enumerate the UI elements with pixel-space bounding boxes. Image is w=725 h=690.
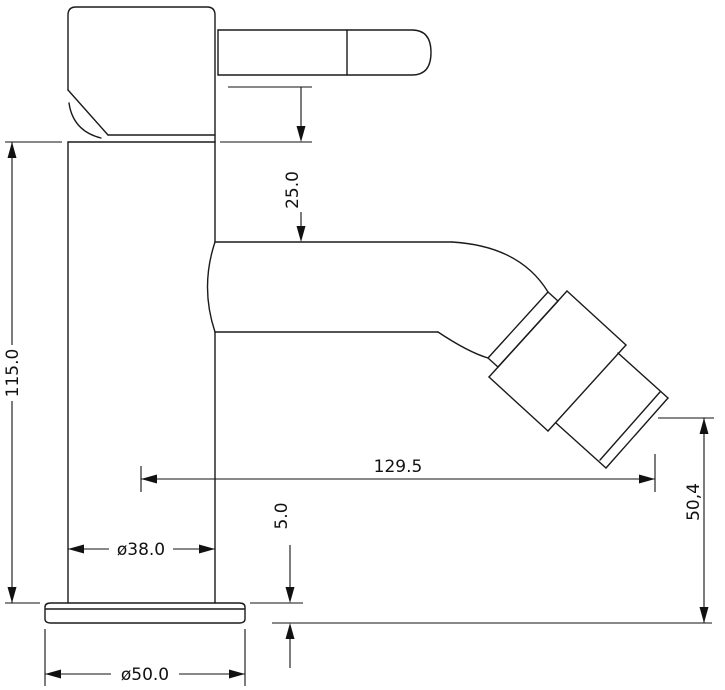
cap-outline	[67, 6, 216, 143]
handle-lever	[217, 29, 432, 76]
arrowhead-up	[7, 142, 17, 158]
dimension-body-diameter: ø38.0	[68, 539, 215, 560]
aerator-ring-line	[599, 391, 661, 461]
dim-label-total-height: 115.0	[3, 349, 23, 398]
base	[44, 602, 712, 624]
head-start-edge	[488, 290, 568, 378]
head-upper-edge	[566, 290, 627, 346]
dim-label-spout-reach: 129.5	[374, 457, 423, 477]
dimension-total-height: 115.0	[2, 141, 62, 604]
spout	[214, 241, 549, 359]
arrowhead-up	[699, 418, 709, 434]
joint-lower-seg	[487, 357, 499, 368]
spray-head	[487, 290, 669, 469]
arrowhead-left	[141, 474, 157, 484]
faucet-body	[67, 141, 216, 604]
dimension-base-height: 5.0	[250, 502, 303, 668]
arrowhead-down	[296, 126, 306, 142]
arrowhead-down	[7, 587, 17, 603]
arrowhead-down	[285, 587, 295, 603]
dimension-spout-reach: 129.5	[140, 454, 656, 492]
dim-label-body-top-to-spout: 25.0	[283, 171, 303, 209]
label-backing	[109, 539, 173, 559]
label-backing	[2, 345, 22, 401]
dim-label-base-height: 5.0	[272, 502, 292, 529]
dimension-body-top-to-spout: 25.0	[220, 86, 312, 242]
spout-bend-inner	[437, 331, 489, 359]
spout-bend-outer	[451, 241, 549, 293]
arrowhead-up	[285, 623, 295, 639]
arrowhead-left	[68, 544, 84, 554]
cap-chamfer-line	[67, 89, 109, 136]
joint-upper-seg	[547, 291, 559, 302]
dim-label-body-diameter: ø38.0	[117, 540, 165, 560]
joint-ring-line-1	[487, 291, 549, 359]
arrowhead-down	[699, 607, 709, 623]
base-plate-outline	[44, 602, 246, 624]
handle-cap	[67, 6, 216, 143]
arrowhead-down	[296, 226, 306, 242]
dim-label-outlet-to-surface: 50,4	[684, 483, 704, 521]
knurled-grip	[346, 29, 432, 76]
head-lower-edge	[488, 376, 549, 432]
spout-fairing-arc	[206, 241, 216, 333]
arrowhead-right	[229, 669, 245, 679]
head-end-edge	[547, 344, 627, 432]
aerator-lower-edge	[555, 422, 607, 469]
arrowhead-left	[45, 669, 61, 679]
dimension-base-diameter: ø50.0	[44, 629, 246, 686]
arrowhead-right	[639, 474, 655, 484]
dimension-outlet-to-surface: 50,4	[658, 417, 714, 623]
dim-label-base-diameter: ø50.0	[121, 665, 169, 685]
arrowhead-right	[199, 544, 215, 554]
label-backing	[111, 664, 179, 684]
cap-dome-arc	[68, 102, 102, 139]
aerator-upper-edge	[617, 352, 669, 399]
aerator-face-edge	[605, 397, 669, 469]
